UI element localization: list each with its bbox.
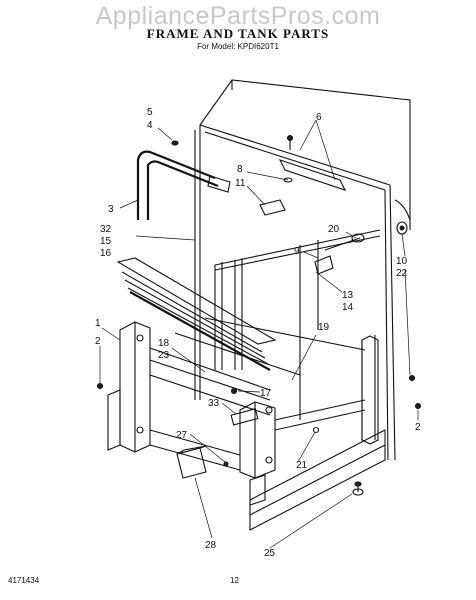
callout-8: 8	[237, 164, 243, 175]
callout-18: 18	[158, 338, 170, 349]
callout-21: 21	[296, 460, 308, 471]
callout-11: 11	[235, 178, 246, 189]
inner-frame	[214, 229, 381, 370]
callout-17: 17	[260, 388, 272, 399]
callout-25: 25	[264, 548, 276, 559]
callout-15: 15	[100, 236, 112, 247]
callout-33: 33	[208, 398, 220, 409]
bottom-panel	[249, 429, 386, 531]
callout-1: 1	[95, 318, 101, 329]
callout-labels: 5 4 6 8 11 3 32 15 16 20 9 10 22 13 14 1…	[95, 107, 421, 559]
callout-14: 14	[342, 302, 354, 313]
callout-10: 10	[396, 256, 408, 267]
frame-left	[107, 321, 271, 471]
callout-20: 20	[328, 224, 340, 235]
callout-3: 3	[108, 204, 114, 215]
callout-27: 27	[176, 430, 188, 441]
callout-9: 9	[294, 246, 300, 257]
callout-5: 5	[147, 107, 153, 118]
fill-tube	[136, 150, 231, 220]
frame-right	[239, 330, 379, 506]
model-subtitle: For Model: KPDI620T1	[197, 42, 279, 51]
callout-32: 32	[100, 224, 112, 235]
callout-2: 2	[95, 336, 101, 347]
callout-23: 23	[158, 350, 170, 361]
side-rail	[116, 257, 277, 371]
doc-number: 4171434	[8, 576, 40, 585]
callout-16: 16	[100, 248, 112, 259]
callout-19: 19	[318, 322, 330, 333]
callout-4: 4	[147, 120, 153, 131]
callout-13: 13	[342, 290, 354, 301]
callout-28: 28	[205, 540, 217, 551]
diagram-title: FRAME AND TANK PARTS	[146, 26, 330, 41]
small-parts	[96, 134, 422, 496]
callout-22: 22	[396, 268, 408, 279]
leader-lines	[99, 119, 419, 549]
cross-rail	[149, 317, 366, 391]
callout-2b: 2	[415, 422, 421, 433]
callout-6: 6	[316, 112, 322, 123]
watermark: AppliancePartsPros.com	[95, 2, 381, 30]
tank-shell	[194, 79, 411, 461]
page-number: 12	[230, 576, 239, 585]
